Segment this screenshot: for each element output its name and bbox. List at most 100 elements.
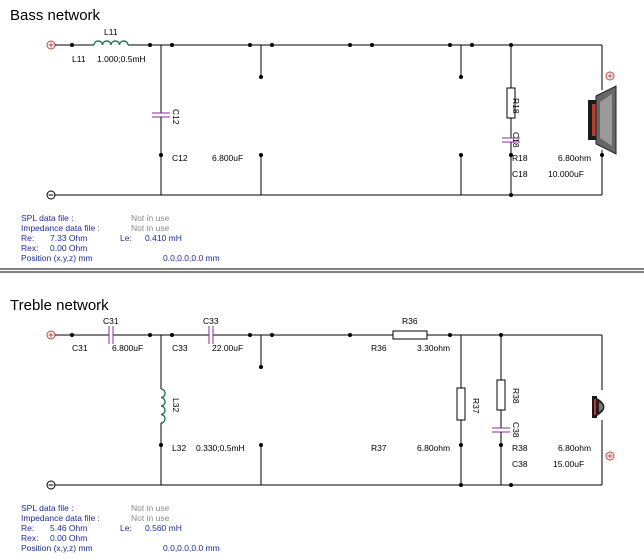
c38-value-label: 15.00uF <box>553 459 584 469</box>
c12-name-label: C12 <box>172 153 188 163</box>
bass-re-label: Re: <box>21 233 34 243</box>
r38-name-label: R38 <box>512 443 528 453</box>
treble-position-value: 0.0,0.0,0.0 mm <box>163 543 220 553</box>
bass-spl-value: Not in use <box>131 213 170 223</box>
junction-dot <box>248 43 252 47</box>
bass-network-title: Bass network <box>10 7 101 24</box>
junction-dot <box>270 333 274 337</box>
junction-dot <box>509 193 513 197</box>
junction-dot <box>348 333 352 337</box>
l32-rotated-label: L32 <box>171 398 181 412</box>
treble-capacitor-c38[interactable] <box>492 427 510 433</box>
bass-inductor-l11[interactable] <box>93 40 129 46</box>
c38-name-label: C38 <box>512 459 528 469</box>
bass-rex-label: Rex: <box>21 243 38 253</box>
treble-capacitor-c31[interactable] <box>108 326 114 344</box>
c31-name-label: C31 <box>72 343 88 353</box>
junction-dot <box>448 43 452 47</box>
treble-impedance-value: Not in use <box>131 513 170 523</box>
c18-name-label: C18 <box>512 169 528 179</box>
bass-position-label: Position (x,y,z) mm <box>21 253 93 263</box>
junction-dot <box>148 43 152 47</box>
c18-value-label: 10.000uF <box>548 169 584 179</box>
junction-dot <box>499 333 503 337</box>
bass-le-value: 0.410 mH <box>145 233 182 243</box>
r38-rotated-label: R38 <box>511 388 521 404</box>
c12-rotated-label: C12 <box>171 109 181 125</box>
r18-name-label: R18 <box>512 153 528 163</box>
junction-dot <box>70 43 74 47</box>
r38-value-label: 6.80ohm <box>558 443 591 453</box>
junction-dot <box>248 333 252 337</box>
junction-dot <box>70 333 74 337</box>
r37-value-label: 6.80ohm <box>417 443 450 453</box>
c31-value-label: 6.800uF <box>112 343 143 353</box>
junction-dot <box>170 43 174 47</box>
junction-dot <box>459 153 463 157</box>
r36-name-label: R36 <box>371 343 387 353</box>
c33-name-above: C33 <box>203 316 219 326</box>
junction-dot <box>159 443 163 447</box>
r37-rotated-label: R37 <box>471 398 481 414</box>
junction-dot <box>509 43 513 47</box>
treble-capacitor-c33[interactable] <box>208 326 214 344</box>
c31-name-above: C31 <box>103 316 119 326</box>
treble-rex-value: 0.00 Ohm <box>50 533 87 543</box>
bass-driver-info: SPL data file : Not in use Impedance dat… <box>21 213 220 263</box>
junction-dot <box>459 443 463 447</box>
l32-value-label: 0.330;0.5mH <box>196 443 245 453</box>
l11-value-label: 1.000;0.5mH <box>97 54 146 64</box>
treble-re-label: Re: <box>21 523 34 533</box>
junction-dot <box>148 333 152 337</box>
tweeter-plus-terminal <box>605 451 615 461</box>
treble-driver-info: SPL data file : Not in use Impedance dat… <box>21 503 220 553</box>
woofer-speaker-icon[interactable] <box>588 85 617 155</box>
bass-rex-value: 0.00 Ohm <box>50 243 87 253</box>
r18-rotated-label: R18 <box>511 98 521 114</box>
junction-dot <box>270 43 274 47</box>
junction-dot <box>259 153 263 157</box>
treble-le-value: 0.560 mH <box>145 523 182 533</box>
treble-minus-terminal[interactable] <box>46 480 56 490</box>
treble-resistor-r36[interactable] <box>392 330 428 340</box>
junction-dot <box>509 153 513 157</box>
treble-position-label: Position (x,y,z) mm <box>21 543 93 553</box>
c38-rotated-label: C38 <box>511 422 521 438</box>
bass-plus-terminal[interactable] <box>46 40 56 50</box>
bass-impedance-value: Not in use <box>131 223 170 233</box>
c12-value-label: 6.800uF <box>212 153 243 163</box>
r36-name-above: R36 <box>402 316 418 326</box>
bass-spl-label: SPL data file : <box>21 213 74 223</box>
junction-dot <box>600 153 604 157</box>
l11-name-above: L11 <box>104 27 118 37</box>
bass-capacitor-c12[interactable] <box>152 112 170 118</box>
c33-value-label: 22.00uF <box>212 343 243 353</box>
tweeter-speaker-icon[interactable] <box>592 396 605 418</box>
l11-name-label: L11 <box>72 54 86 64</box>
junction-dot <box>370 43 374 47</box>
l32-name-label: L32 <box>172 443 186 453</box>
treble-resistor-r37[interactable] <box>456 387 466 421</box>
bass-impedance-label: Impedance data file : <box>21 223 100 233</box>
junction-dot <box>259 365 263 369</box>
c18-rotated-label: C18 <box>511 132 521 148</box>
section-divider <box>0 268 644 273</box>
bass-position-value: 0.0,0.0,0.0 mm <box>163 253 220 263</box>
junction-dot <box>170 333 174 337</box>
bass-re-value: 7.33 Ohm <box>50 233 87 243</box>
treble-network-title: Treble network <box>10 297 109 314</box>
c33-name-label: C33 <box>172 343 188 353</box>
treble-re-value: 5.46 Ohm <box>50 523 87 533</box>
treble-inductor-l32[interactable] <box>160 388 166 424</box>
junction-dot <box>448 333 452 337</box>
woofer-plus-terminal <box>605 71 615 81</box>
treble-plus-terminal[interactable] <box>46 330 56 340</box>
junction-dot <box>470 43 474 47</box>
treble-le-label: Le: <box>120 523 132 533</box>
junction-dot <box>509 483 513 487</box>
treble-resistor-r38[interactable] <box>496 379 506 411</box>
bass-minus-terminal[interactable] <box>46 190 56 200</box>
treble-spl-value: Not in use <box>131 503 170 513</box>
treble-network: Treble network C31 C31 6.800uF <box>10 297 615 553</box>
